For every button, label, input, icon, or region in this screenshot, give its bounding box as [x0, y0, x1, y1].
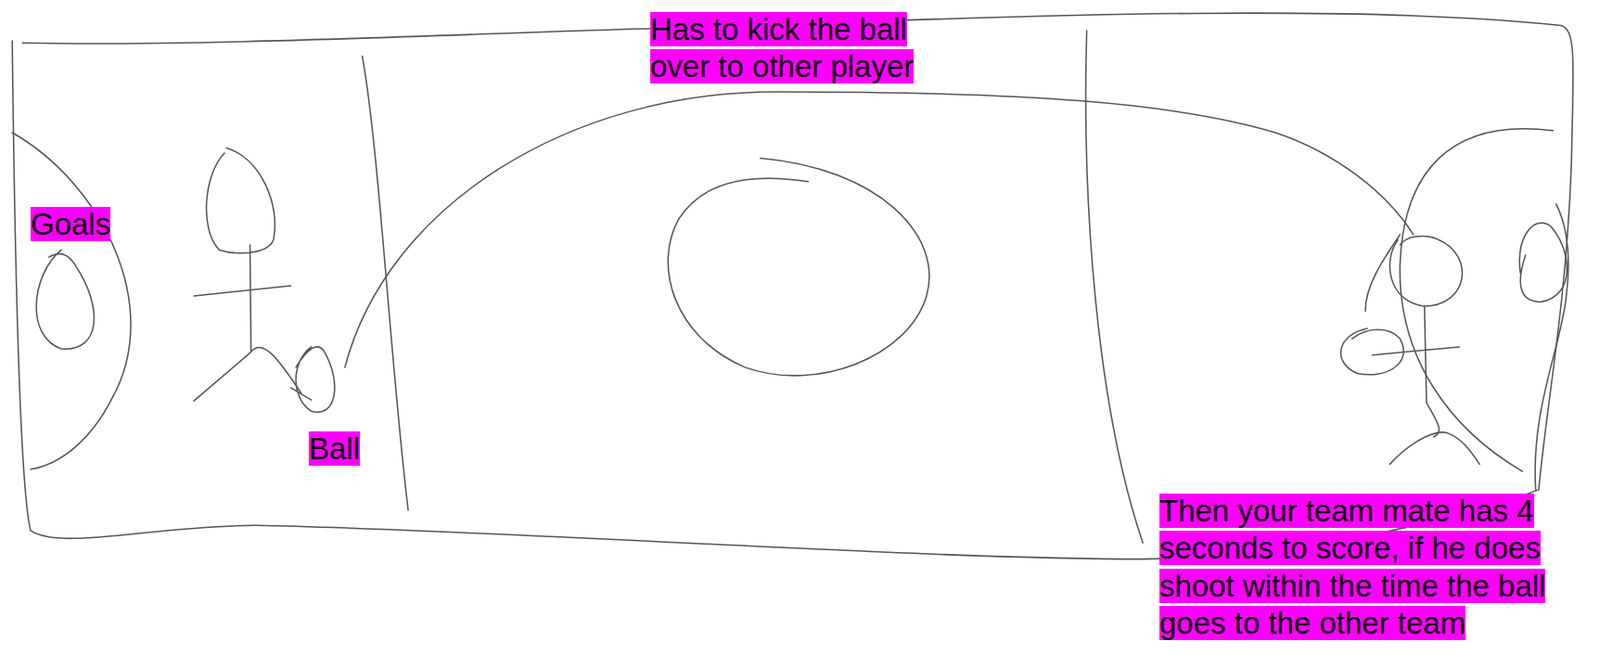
right-line [1086, 30, 1144, 543]
left-line [362, 55, 410, 510]
left-goal-mark [36, 249, 94, 349]
left-player [193, 147, 302, 401]
left-ball [291, 346, 335, 412]
goals-label: Goals [30, 205, 111, 244]
right-player [1372, 235, 1481, 464]
label-text: Goals [30, 206, 111, 242]
right-ball [1341, 328, 1405, 375]
right-goal-mark [1519, 222, 1567, 302]
score-rule-note: Then your team mate has 4 seconds to sco… [1159, 492, 1596, 642]
field-outline [12, 12, 1574, 560]
left-goal-arc [12, 132, 131, 470]
pass-note: Has to kick the ball over to other playe… [650, 11, 961, 87]
center-circle [667, 157, 930, 375]
ball-label: Ball [308, 430, 360, 468]
label-text: Then your team mate has 4 seconds to sco… [1159, 493, 1546, 640]
pass-arc [345, 91, 1414, 368]
label-text: Has to kick the ball over to other playe… [650, 12, 914, 84]
label-text: Ball [308, 431, 360, 466]
